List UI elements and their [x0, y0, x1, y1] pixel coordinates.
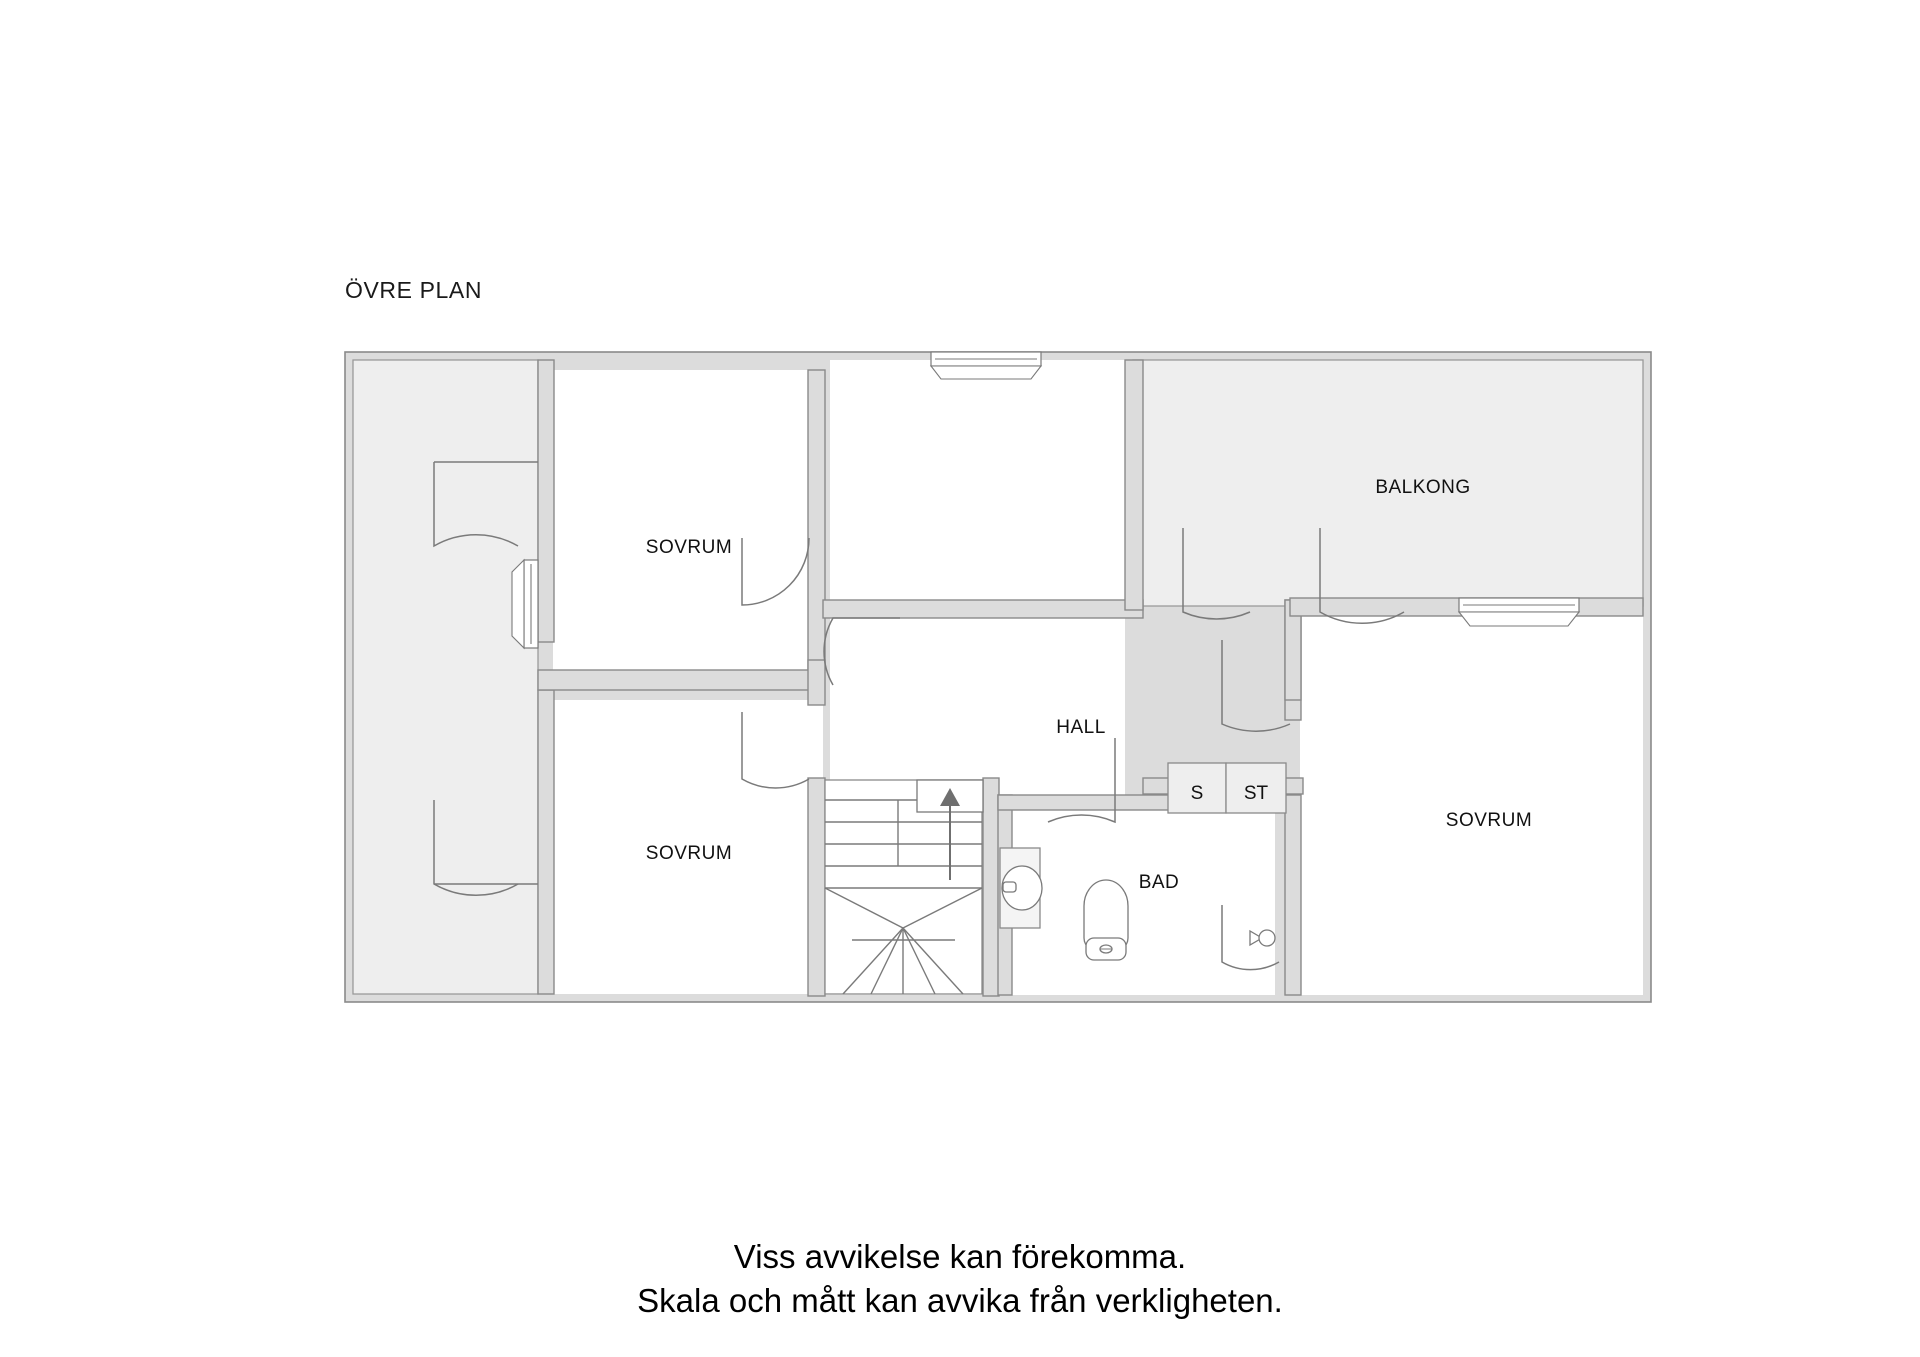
window-top-middle — [929, 351, 1043, 380]
room-label-bad: BAD — [1139, 872, 1180, 893]
room-label-hall: HALL — [1056, 717, 1106, 738]
balkong-area — [1132, 359, 1644, 607]
page-title: ÖVRE PLAN — [345, 277, 483, 303]
bath-fixtures — [999, 847, 1276, 961]
door-swings — [433, 461, 1405, 971]
left-shaded-area — [352, 359, 539, 995]
interior-room-fills — [553, 360, 1643, 995]
window-right-bedroom — [1457, 597, 1581, 627]
window-left-bedroom — [511, 558, 539, 650]
room-label-sovrum-right: SOVRUM — [1446, 810, 1532, 831]
staircase — [824, 779, 984, 995]
disclaimer-line-2: Skala och mått kan avvika från verklighe… — [637, 1281, 1283, 1319]
closet-st-label: ST — [1244, 783, 1269, 804]
disclaimer-caption: Viss avvikelse kan förekomma. Skala och … — [0, 1235, 1920, 1323]
disclaimer-line-1: Viss avvikelse kan förekomma. — [733, 1238, 1187, 1275]
room-label-balkong: BALKONG — [1375, 477, 1470, 498]
closet-group — [1167, 762, 1287, 814]
closet-s-label: S — [1191, 783, 1204, 804]
room-label-sovrum-top-left: SOVRUM — [646, 537, 732, 558]
room-label-sovrum-bottom-left: SOVRUM — [646, 843, 732, 864]
